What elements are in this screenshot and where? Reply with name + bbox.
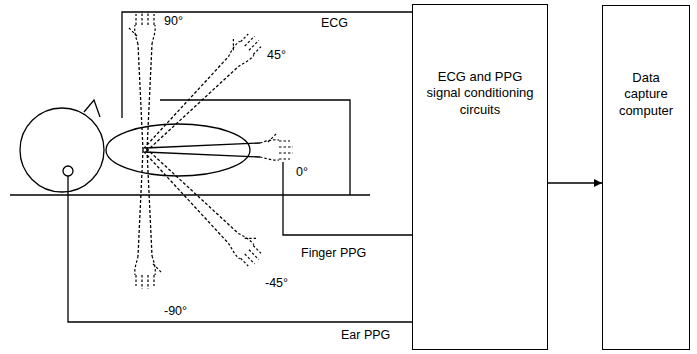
thumb-outline [245, 233, 256, 244]
arm-edge [145, 143, 260, 148]
finger-outline [135, 14, 136, 25]
hand-outline [135, 256, 161, 289]
finger-outline [147, 275, 148, 289]
finger-outline [245, 36, 255, 46]
head-outline [20, 108, 104, 192]
arm-edge [138, 150, 143, 256]
finger-outline [279, 140, 290, 141]
finger-outline [240, 258, 248, 266]
ear-outline [63, 166, 73, 176]
torso-outline [160, 100, 350, 195]
finger-outline [253, 245, 261, 253]
angle-label: -90° [163, 304, 188, 319]
arm-edge [144, 151, 229, 243]
arm-outline [138, 44, 152, 150]
finger-outline [279, 146, 293, 147]
finger-outline [153, 275, 154, 286]
thumb-outline [268, 134, 276, 142]
finger-outline [153, 14, 154, 25]
angle-label: 90° [163, 14, 184, 29]
arm-edge [145, 152, 260, 157]
process-box: Data capture computer [602, 5, 690, 350]
box-label: Data capture computer [609, 70, 683, 119]
finger-outline [240, 34, 248, 42]
process-box: ECG and PPG signal conditioning circuits [412, 4, 548, 350]
shoulder-outline [106, 124, 250, 176]
thumb-outline [228, 39, 239, 50]
hand-outline [260, 134, 293, 160]
thumb-outline [129, 28, 137, 36]
ear-ppg-wire [68, 176, 412, 322]
palm-outline [135, 25, 155, 44]
angle-label: 45° [266, 48, 287, 63]
finger-outline [135, 275, 136, 286]
bed-line [10, 194, 370, 195]
arm-edge [138, 44, 143, 150]
palm-outline [260, 140, 279, 160]
finger-outline [245, 254, 255, 264]
hand-outline [129, 11, 155, 44]
nose-outline [84, 100, 100, 117]
palm-outline [226, 231, 254, 259]
finger-outline [249, 40, 259, 50]
arm-outline [145, 143, 260, 157]
arm-outline [144, 149, 239, 244]
signal-name: Finger PPG [300, 246, 367, 261]
arm-edge [147, 44, 152, 150]
box-label: ECG and PPG signal conditioning circuits [423, 69, 537, 118]
signal-arrow [548, 182, 602, 184]
angle-label: -45° [264, 276, 289, 291]
finger-outline [279, 158, 290, 159]
finger-outline [279, 152, 293, 153]
hand-outline [222, 27, 264, 69]
palm-outline [226, 41, 254, 69]
arm-edge [146, 149, 238, 234]
finger-outline [141, 11, 142, 25]
signal-name: Ear PPG [340, 328, 391, 343]
arm-edge [144, 57, 229, 149]
ecg-wire [122, 12, 412, 118]
arm-outline [138, 150, 152, 256]
finger-outline [141, 275, 142, 289]
angle-label: 0° [295, 165, 309, 180]
finger-outline [249, 250, 259, 260]
arm-edge [147, 150, 152, 256]
finger-outline [253, 47, 261, 55]
hand-outline [226, 227, 268, 269]
finger-ppg-wire [283, 162, 412, 235]
signal-name: ECG [320, 16, 349, 31]
arm-edge [146, 67, 238, 152]
arm-outline [144, 57, 239, 152]
palm-outline [135, 256, 155, 275]
finger-outline [147, 11, 148, 25]
thumb-outline [153, 264, 161, 272]
